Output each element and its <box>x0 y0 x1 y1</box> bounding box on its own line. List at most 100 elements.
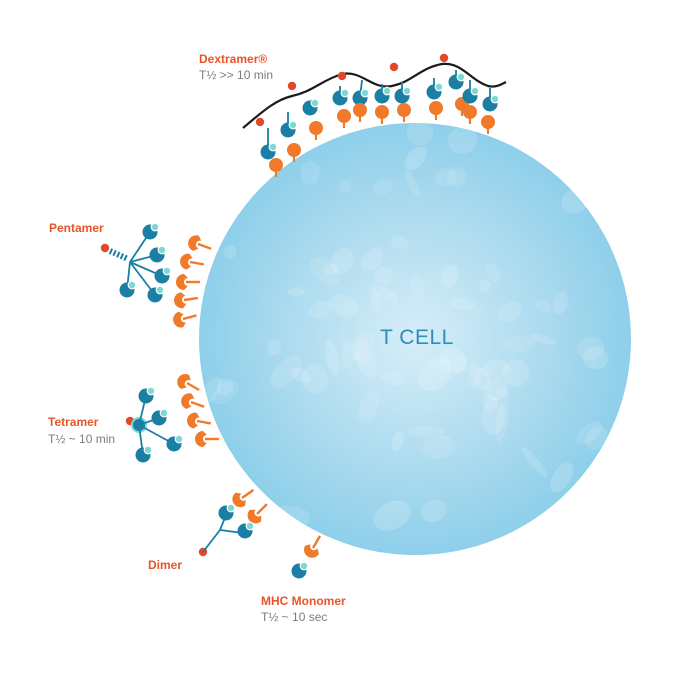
cell-texture-blob <box>341 341 356 369</box>
tcr-receptor <box>287 143 301 157</box>
cell-texture-blob <box>406 123 434 146</box>
dextramer-fluorophore <box>389 62 399 72</box>
cell-texture-blob <box>300 160 320 186</box>
cell-texture-blob <box>291 368 312 383</box>
tcr-receptor <box>429 101 443 115</box>
cell-texture-blob <box>330 247 354 275</box>
mhc-molecule <box>394 86 412 104</box>
mhc-molecule <box>154 266 172 284</box>
mhc-molecule <box>291 561 309 579</box>
mhc-molecule <box>151 408 169 426</box>
cell-texture-blob <box>485 263 501 283</box>
cell-texture-blob <box>309 257 341 286</box>
cell-texture-blob <box>323 263 339 275</box>
cell-texture-blob <box>535 298 551 313</box>
cell-texture-blob <box>497 301 522 322</box>
tcr-receptor <box>375 105 389 119</box>
cell-texture-blob <box>390 236 409 250</box>
tcr-receptor <box>180 253 204 270</box>
cell-texture-blob <box>438 347 468 374</box>
cell-texture-blob <box>473 367 490 391</box>
cell-texture-blob <box>481 359 510 379</box>
cell-texture-blob <box>353 349 370 364</box>
mhc-molecule <box>482 94 500 112</box>
tcr-receptor <box>173 311 197 328</box>
dimer-arm <box>202 529 221 553</box>
cell-texture-blob <box>324 339 340 376</box>
cell-texture-blob <box>446 166 467 188</box>
mhc-molecule <box>280 120 298 138</box>
cell-texture-blob <box>502 359 530 387</box>
cell-texture-blob <box>420 500 447 523</box>
cell-texture-blob <box>496 387 509 401</box>
mhc-molecule <box>352 88 370 106</box>
cell-texture-blob <box>577 336 605 360</box>
tcr-receptor <box>304 535 322 558</box>
cell-texture-blob <box>287 287 306 297</box>
tetramer-label: Tetramer <box>48 415 99 429</box>
tcr-receptor <box>195 431 219 447</box>
tcr-receptor <box>463 105 477 119</box>
cell-texture-blob <box>495 400 509 443</box>
mhc-molecule <box>302 98 320 116</box>
cell-texture-blob <box>358 389 380 424</box>
dimer-label: Dimer <box>148 558 183 572</box>
cell-texture-blob <box>468 360 482 389</box>
dextramer-label: Dextramer® <box>199 52 268 66</box>
cell-texture-blob <box>374 266 394 286</box>
tcr-receptor <box>337 109 351 123</box>
cell-texture-blob <box>353 338 377 380</box>
mhc-monomer-half-life: T½ ~ 10 sec <box>261 610 328 624</box>
mhc-molecule <box>138 386 156 404</box>
mhc-molecule <box>374 86 392 104</box>
cell-texture-blob <box>391 430 405 452</box>
mhc-molecule <box>448 72 466 90</box>
cell-texture-blob <box>216 378 234 396</box>
mhc-molecule <box>135 445 153 463</box>
cell-texture-blob <box>404 146 427 171</box>
cell-texture-blob <box>223 244 237 259</box>
mhc-monomer-label: MHC Monomer <box>261 594 346 608</box>
tcr-receptor <box>187 412 211 429</box>
tcr-receptor <box>181 393 205 409</box>
dextramer-fluorophore <box>287 81 297 91</box>
cell-texture-blob <box>369 287 382 313</box>
cell-texture-blob <box>212 380 239 405</box>
cell-texture-blob <box>448 125 478 155</box>
t-cell-label: T CELL <box>380 326 454 349</box>
dextramer-half-life: T½ >> 10 min <box>199 68 274 82</box>
tcr-receptor <box>188 235 212 251</box>
dextramer-fluorophore <box>255 117 265 127</box>
cell-texture-blob <box>504 335 536 353</box>
tcr-receptor <box>174 292 199 309</box>
mhc-molecule <box>218 503 236 521</box>
cell-texture-blob <box>453 356 468 374</box>
cell-texture <box>199 123 609 531</box>
cell-texture-blob <box>441 264 459 288</box>
cell-texture-blob <box>373 500 412 531</box>
dextramer-backbone <box>242 62 507 129</box>
mhc-molecule <box>332 88 350 106</box>
tcr-receptor <box>481 115 495 129</box>
cell-texture-blob <box>478 279 491 292</box>
t-cell <box>199 123 631 555</box>
cell-texture-blob <box>552 292 568 315</box>
cell-texture-blob <box>482 395 499 412</box>
cell-texture-blob <box>328 294 359 317</box>
tetramer-half-life: T½ ~ 10 min <box>48 432 116 446</box>
cell-texture-blob <box>404 170 421 198</box>
cell-texture-blob <box>308 300 331 320</box>
mhc-molecule <box>147 285 165 303</box>
cell-texture-blob <box>434 167 458 187</box>
cell-texture-blob <box>410 274 425 300</box>
cell-texture-blob <box>267 339 281 356</box>
cell-texture-blob <box>418 357 453 392</box>
cell-texture-blob <box>585 426 608 450</box>
cell-texture-blob <box>372 285 399 303</box>
cell-texture-blob <box>301 364 328 394</box>
cell-texture-blob <box>407 426 446 437</box>
tcr-receptor <box>269 158 283 172</box>
mhc-molecule <box>119 280 137 298</box>
cell-texture-blob <box>550 462 574 493</box>
